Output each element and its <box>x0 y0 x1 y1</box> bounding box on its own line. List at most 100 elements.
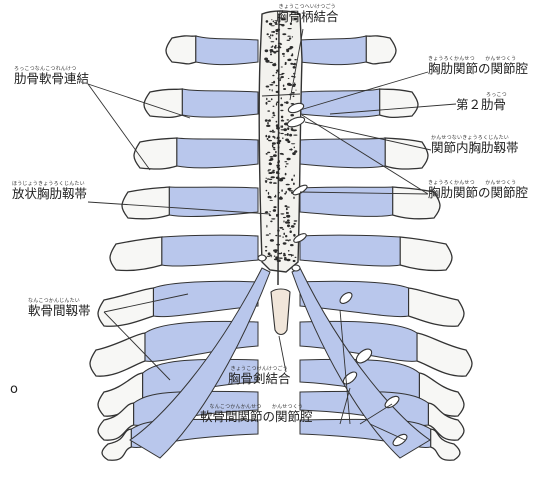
left-rib-4 <box>122 187 169 219</box>
sternum-speckle <box>294 175 295 177</box>
sternum-speckle <box>276 173 280 174</box>
sternum-speckle <box>267 33 269 35</box>
sternum-speckle <box>293 234 295 237</box>
sternum-speckle <box>281 116 283 119</box>
sternum-speckle <box>280 79 281 81</box>
label-radiate-ligament: ほうじょうきょうろくじんたい 放状胸肋靱帯 <box>12 181 87 201</box>
sternum-speckle <box>276 85 278 86</box>
sternum-speckle <box>277 260 281 262</box>
sternum-speckle <box>286 259 290 261</box>
label-sternocostal-cavity-top: きょうろくかんせつ かんせつくう 胸肋関節の関節腔 <box>428 56 528 76</box>
sternum-speckle <box>271 218 275 219</box>
sternum-speckle <box>273 149 275 150</box>
sternum-speckle <box>268 140 272 141</box>
sternum-speckle <box>285 64 287 65</box>
sternum-speckle <box>280 110 283 111</box>
sternum-speckle <box>273 147 276 149</box>
sternum-speckle <box>265 180 268 182</box>
sternum-speckle <box>293 197 294 200</box>
joint-cavity <box>258 255 266 261</box>
right-rib-1 <box>366 36 396 64</box>
right-costal-cartilage-3 <box>300 138 385 168</box>
sternum-speckle <box>276 121 278 123</box>
sternum-speckle <box>290 46 294 49</box>
sternum-speckle <box>270 53 272 55</box>
sternum-speckle <box>276 177 280 180</box>
sternum-speckle <box>269 211 271 212</box>
sternum-speckle <box>265 119 268 122</box>
sternum-speckle <box>265 49 269 52</box>
sternum-speckle <box>285 221 288 223</box>
sternum-speckle <box>280 213 284 214</box>
label-costochondral-joint: ろっこつなんこつれんけつ 肋骨軟骨連結 <box>14 66 89 86</box>
sternum-speckle <box>290 244 294 246</box>
sternum-speckle <box>276 70 279 72</box>
sternum-speckle <box>271 41 275 42</box>
left-rib-5 <box>110 237 162 271</box>
sternum-speckle <box>266 234 269 235</box>
sternum-speckle <box>272 117 274 118</box>
sternum-speckle <box>285 205 288 207</box>
sternum-speckle <box>276 214 278 217</box>
sternum-speckle <box>295 257 297 258</box>
sternum-speckle <box>278 214 279 215</box>
sternum-speckle <box>286 212 288 214</box>
sternum-speckle <box>265 135 267 138</box>
sternum-speckle <box>270 37 272 39</box>
sternum-speckle <box>278 132 280 133</box>
joint-cavity <box>292 265 300 271</box>
sternum-speckle <box>267 122 269 125</box>
left-rib-3 <box>134 138 177 169</box>
sternum-speckle <box>278 77 280 79</box>
sternum-speckle <box>292 130 295 131</box>
right-rib-3 <box>385 138 428 169</box>
sternum-speckle <box>276 91 280 93</box>
sternum-speckle <box>279 74 283 75</box>
sternum-speckle <box>287 28 291 29</box>
sternum-speckle <box>268 169 269 171</box>
sternum-speckle <box>273 81 275 84</box>
sternum-speckle <box>290 230 292 233</box>
sternum-speckle <box>281 76 284 78</box>
sternum-speckle <box>266 98 267 100</box>
sternum-speckle <box>279 227 283 229</box>
sternum-speckle <box>295 90 296 91</box>
sternum-speckle <box>288 78 290 79</box>
sternum-speckle <box>276 33 278 35</box>
sternum-speckle <box>288 188 292 190</box>
sternum-speckle <box>290 148 292 150</box>
sternum-speckle <box>276 244 280 246</box>
sternum-speckle <box>286 184 290 186</box>
label-manubriosternal-joint: きょうこつへいけつごう 胸骨柄結合 <box>276 4 339 24</box>
sternum-speckle <box>291 128 294 129</box>
sternum-speckle <box>282 53 285 55</box>
sternum-speckle <box>267 170 269 171</box>
sternum-speckle <box>286 101 289 104</box>
margin-mark: o <box>10 383 18 397</box>
sternum-speckle <box>267 152 270 154</box>
label-interchondral-ligament: なんこつかんじんたい 軟骨間靱帯 <box>28 298 91 318</box>
sternum-speckle <box>286 208 288 210</box>
sternum-speckle <box>280 104 283 107</box>
sternum-speckle <box>276 72 278 74</box>
sternum-speckle <box>266 225 267 228</box>
sternum-speckle <box>289 134 292 137</box>
right-costal-cartilage-5 <box>300 235 400 266</box>
sternum-speckle <box>293 135 297 136</box>
sternum-speckle <box>269 84 273 86</box>
sternum-speckle <box>273 106 275 107</box>
sternum-speckle <box>264 58 268 61</box>
sternum-speckle <box>278 43 282 44</box>
left-rib-1 <box>166 36 196 64</box>
sternum-speckle <box>280 78 281 79</box>
sternum-speckle <box>283 217 286 218</box>
sternum-speckle <box>267 138 269 140</box>
sternum-speckle <box>270 169 271 170</box>
sternum-speckle <box>287 40 291 41</box>
sternum-speckle <box>283 88 286 90</box>
sternum-speckle <box>269 89 271 90</box>
sternum-speckle <box>267 101 270 102</box>
sternum-speckle <box>271 176 275 178</box>
sternum-speckle <box>294 147 295 149</box>
sternum-speckle <box>270 34 272 36</box>
